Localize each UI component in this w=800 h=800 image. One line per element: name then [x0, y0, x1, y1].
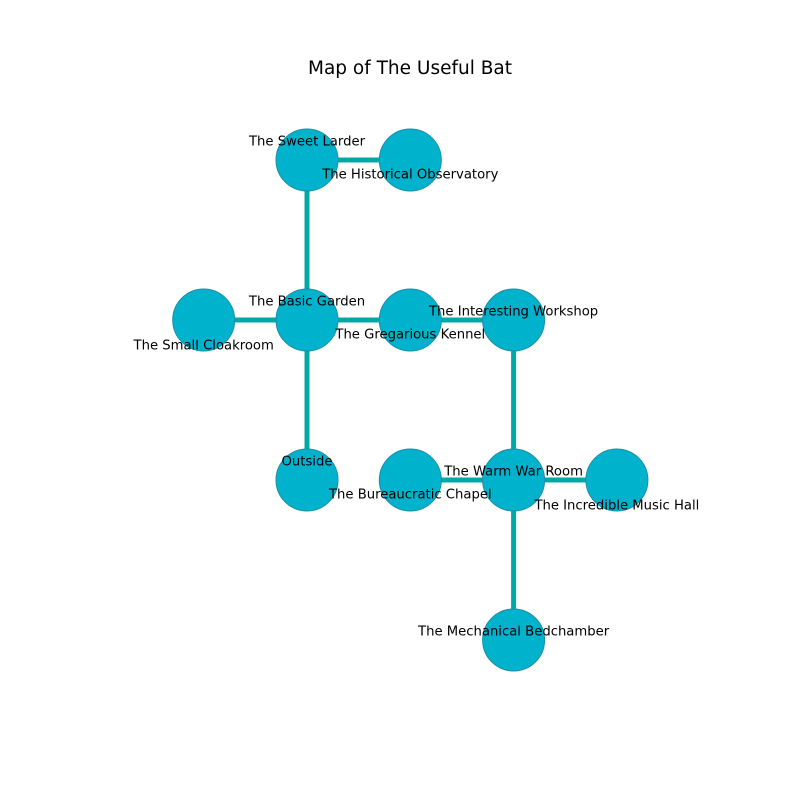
room-label-bureaucratic-chapel: The Bureaucratic Chapel: [328, 488, 492, 503]
room-label-incredible-music-hall: The Incredible Music Hall: [533, 499, 699, 514]
room-node-mechanical-bedchamber: [482, 608, 546, 672]
room-node-gregarious-kennel: [378, 288, 442, 352]
room-node-basic-garden: [275, 288, 339, 352]
room-label-basic-garden: The Basic Garden: [248, 295, 365, 310]
room-node-historical-observatory: [378, 128, 442, 192]
room-node-incredible-music-hall: [585, 448, 649, 512]
room-label-outside: Outside: [282, 455, 333, 470]
room-label-historical-observatory: The Historical Observatory: [321, 168, 498, 183]
room-label-mechanical-bedchamber: The Mechanical Bedchamber: [417, 625, 610, 640]
room-node-bureaucratic-chapel: [378, 448, 442, 512]
room-label-warm-war-room: The Warm War Room: [443, 465, 583, 480]
room-label-interesting-workshop: The Interesting Workshop: [428, 305, 598, 320]
map-title: Map of The Useful Bat: [308, 58, 512, 79]
room-node-sweet-larder: [275, 128, 339, 192]
room-node-outside: [275, 448, 339, 512]
room-node-interesting-workshop: [482, 288, 546, 352]
room-label-gregarious-kennel: The Gregarious Kennel: [334, 328, 485, 343]
room-label-sweet-larder: The Sweet Larder: [248, 135, 366, 150]
room-node-small-cloakroom: [172, 288, 236, 352]
rooms-layer: [172, 128, 649, 672]
room-node-warm-war-room: [482, 448, 546, 512]
room-label-small-cloakroom: The Small Cloakroom: [133, 339, 274, 354]
connections-layer: [203, 157, 617, 640]
